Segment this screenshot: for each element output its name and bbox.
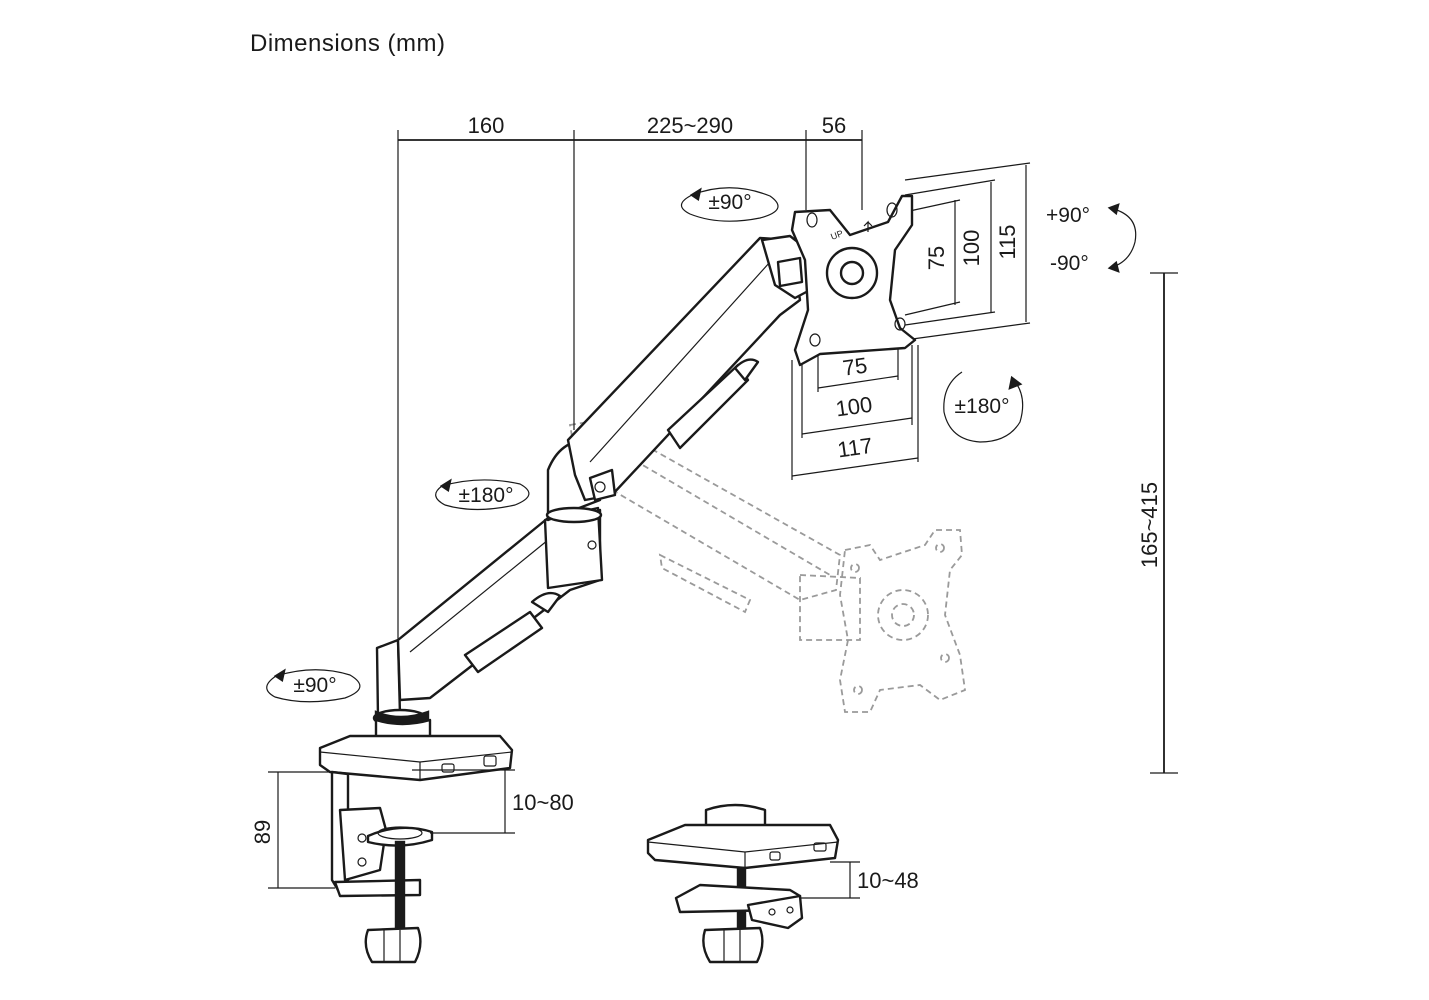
rotation-arrow-icon	[266, 669, 361, 703]
label-head-swivel: ±90°	[708, 191, 751, 214]
label-elbow-swivel: ±180°	[459, 484, 514, 507]
label-base-swivel: ±90°	[293, 674, 336, 697]
rotation-arrow-icon	[680, 187, 779, 222]
dim-vesa-v-100: 100	[959, 230, 984, 267]
height-range-dim	[1150, 272, 1178, 774]
rotation-elbow: ±180°	[435, 478, 530, 511]
rotation-arrow-icon	[435, 479, 530, 511]
label-tilt-up: +90°	[1046, 204, 1090, 227]
dim-plate-117: 117	[836, 433, 874, 463]
plate-vertical-dims	[904, 162, 1031, 341]
grommet-base	[646, 803, 840, 964]
dim-offset-56: 56	[822, 113, 846, 138]
lower-arm	[396, 506, 604, 702]
dim-reach-160: 160	[468, 113, 505, 138]
dim-reach-225-290: 225~290	[647, 113, 733, 138]
dim-vesa-h-75: 75	[841, 352, 869, 380]
rotation-base: ±90°	[266, 668, 361, 703]
upper-arm	[566, 236, 802, 502]
tilt-head	[760, 234, 812, 300]
vesa-plate: UP	[790, 194, 917, 367]
rotation-arrow-icon	[1109, 207, 1137, 269]
dim-clamp-10-80: 10~80	[512, 790, 574, 815]
dim-grommet-10-48: 10~48	[857, 868, 919, 893]
svg-text:UP: UP	[829, 228, 844, 242]
rotation-plate: ±180°	[943, 371, 1024, 443]
dim-vesa-v-75: 75	[924, 246, 949, 270]
rotation-tilt: +90° -90°	[1046, 203, 1137, 275]
top-dimension-lines	[397, 130, 863, 640]
dim-clamp-89: 89	[250, 820, 275, 844]
clamp-dim-lines	[268, 769, 515, 889]
clamp-base	[318, 734, 514, 964]
dim-vesa-h-100: 100	[834, 392, 874, 422]
rotation-arrow-icon	[943, 371, 1024, 443]
label-tilt-down: -90°	[1050, 252, 1089, 275]
rotation-head-swivel: ±90°	[680, 187, 779, 222]
dim-height-165-415: 165~415	[1137, 482, 1162, 568]
plate-horizontal-dims	[791, 330, 919, 480]
label-plate-rotation: ±180°	[955, 395, 1010, 418]
grommet-dim-lines	[800, 861, 860, 899]
page-title: Dimensions (mm)	[250, 30, 446, 57]
dim-plate-115: 115	[995, 224, 1020, 259]
